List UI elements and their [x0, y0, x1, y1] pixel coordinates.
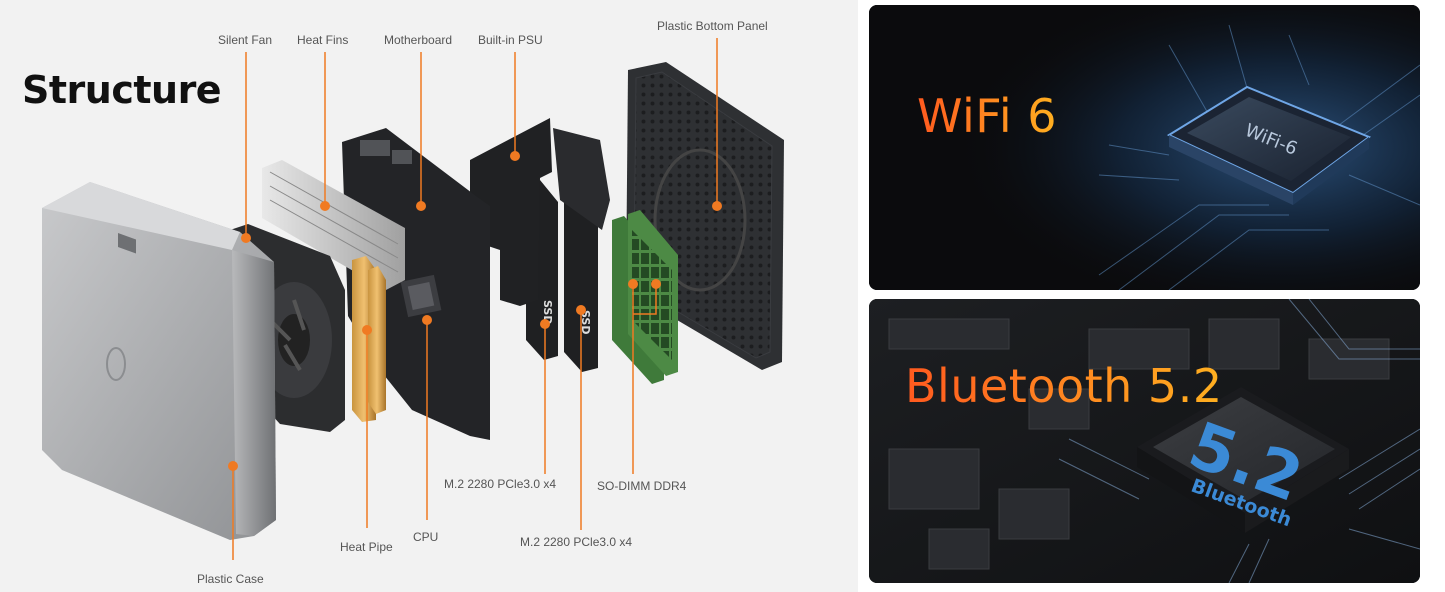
wifi-feature-panel: WiFi-6 WiFi 6	[869, 5, 1420, 290]
dot-ram-1	[628, 279, 638, 289]
dot-ssd-2	[576, 305, 586, 315]
dot-ssd-1	[540, 319, 550, 329]
dot-motherboard	[416, 201, 426, 211]
dot-psu	[510, 151, 520, 161]
label-silent-fan: Silent Fan	[218, 33, 273, 47]
dot-ram-2	[651, 279, 661, 289]
callout-dots	[228, 151, 722, 471]
label-plastic-case: Plastic Case	[197, 572, 264, 586]
heatsink-graphic	[262, 160, 405, 422]
bluetooth-chip-illustration: 5.2 Bluetooth	[869, 299, 1420, 583]
label-motherboard: Motherboard	[384, 33, 453, 47]
dot-silent-fan	[241, 233, 251, 243]
label-m2-ssd-1: M.2 2280 PCle3.0 x4	[444, 477, 557, 491]
structure-title: Structure	[22, 68, 222, 112]
dot-heat-pipe	[362, 325, 372, 335]
exploded-view-illustration: SSD SSD	[42, 38, 784, 560]
bluetooth-heading: Bluetooth 5.2	[905, 359, 1223, 413]
label-heat-pipe: Heat Pipe	[340, 540, 393, 554]
dot-heat-fins	[320, 201, 330, 211]
dot-bottom-panel	[712, 201, 722, 211]
wifi-heading: WiFi 6	[917, 89, 1058, 143]
label-heat-fins: Heat Fins	[297, 33, 349, 47]
label-builtin-psu: Built-in PSU	[478, 33, 543, 47]
ssd-1-text: SSD	[541, 300, 554, 324]
ssd-2-text: SSD	[579, 310, 592, 334]
label-m2-ssd-2: M.2 2280 PCle3.0 x4	[520, 535, 633, 549]
label-cpu: CPU	[413, 530, 439, 544]
case-graphic	[42, 182, 276, 540]
ram-graphic	[612, 210, 678, 384]
dot-cpu	[422, 315, 432, 325]
psu-graphic	[470, 118, 610, 306]
structure-diagram: SSD SSD	[0, 0, 858, 592]
wifi-chip-illustration: WiFi-6	[869, 5, 1420, 290]
dot-plastic-case	[228, 461, 238, 471]
bluetooth-feature-panel: 5.2 Bluetooth Bluetooth 5.2	[869, 299, 1420, 583]
callout-lines	[232, 38, 718, 560]
label-sodimm: SO-DIMM DDR4	[597, 479, 687, 493]
label-plastic-bottom-panel: Plastic Bottom Panel	[657, 19, 768, 33]
